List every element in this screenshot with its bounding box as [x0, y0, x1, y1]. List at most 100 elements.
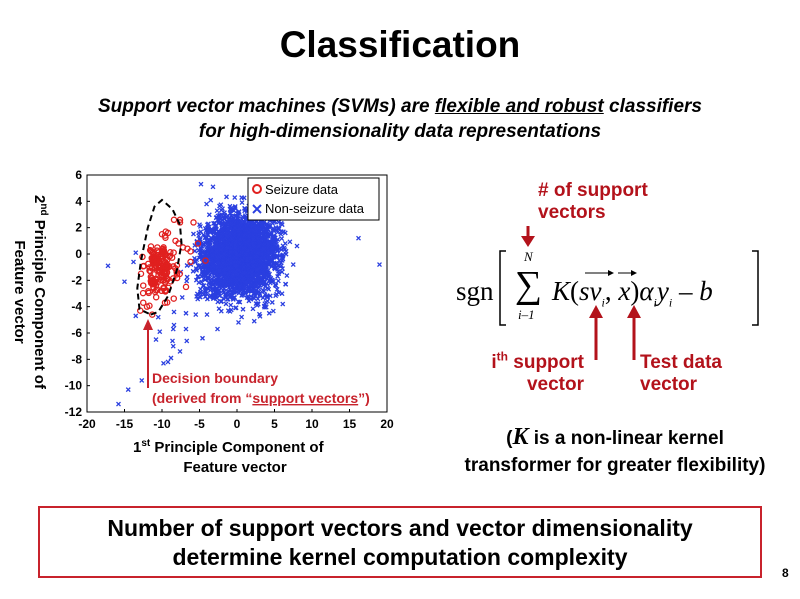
subtitle-text: Support vector machines (SVMs) are [98, 96, 435, 117]
nonseizure-point [251, 318, 257, 324]
nonseizure-point [157, 329, 163, 335]
sum-lower: i–1 [518, 307, 535, 322]
comma: , [604, 276, 612, 306]
nonseizure-point [198, 181, 204, 187]
nonseizure-point [170, 326, 176, 332]
nonseizure-point [228, 302, 234, 308]
nonseizure-point [284, 273, 290, 279]
nonseizure-point [139, 377, 145, 383]
label-line: vector [526, 374, 584, 395]
nonseizure-point [155, 314, 161, 320]
nonseizure-point [210, 184, 216, 190]
kernel-K: K [552, 276, 571, 306]
paren: ) [630, 276, 640, 306]
subtitle-line-1: Support vector machines (SVMs) are flexi… [0, 96, 800, 118]
nonseizure-point [261, 288, 267, 294]
nonseizure-point [290, 262, 296, 267]
formula-body: K(svi, x)αiyi – b [552, 276, 713, 310]
nonseizure-point [215, 326, 220, 332]
sgn: sgn [456, 276, 494, 306]
paren: ( [570, 276, 580, 306]
nonseizure-point [204, 201, 210, 207]
footer-callout: Number of support vectors and vector dim… [38, 506, 762, 578]
nonseizure-point [179, 294, 185, 300]
alpha: α [639, 276, 654, 306]
nonseizure-point [263, 299, 269, 305]
nonseizure-point [200, 335, 205, 341]
nonseizure-point [170, 338, 175, 344]
nonseizure-point [280, 301, 286, 307]
nonseizure-point [220, 206, 225, 212]
nonseizure-point [269, 299, 275, 305]
sum-upper: N [524, 249, 533, 264]
footer-line-1: Number of support vectors and vector dim… [107, 515, 693, 541]
nonseizure-point [131, 259, 136, 265]
nonseizure-point [125, 387, 131, 393]
sv: sv [579, 276, 602, 306]
nonseizure-point [271, 228, 277, 234]
nonseizure-point [171, 322, 177, 328]
sigma: ∑ [515, 264, 543, 306]
nonseizure-point [177, 348, 183, 354]
nonseizure-point [275, 278, 281, 284]
subtitle-emphasis: flexible and robust [434, 96, 604, 117]
nonseizure-point [240, 306, 246, 312]
nonseizure-point [193, 312, 199, 318]
y: y [656, 276, 669, 306]
nonseizure-point [116, 401, 121, 407]
nonseizure-point [105, 263, 111, 269]
label-line: ith support [472, 349, 584, 374]
nonseizure-point [161, 360, 166, 366]
note-line-2: transformer for greater flexibility) [464, 455, 766, 476]
nonseizure-point [279, 269, 285, 275]
arrow-num-sv-head [521, 236, 535, 247]
x: x [618, 276, 631, 306]
nonseizure-point [275, 229, 281, 235]
footer-line-2: determine kernel computation complexity [172, 544, 628, 570]
nonseizure-point [122, 279, 127, 285]
label-line: vector [640, 374, 698, 395]
nonseizure-point [133, 313, 139, 319]
subtitle-text: classifiers [603, 96, 702, 117]
left-bracket [499, 250, 506, 326]
nonseizure-point [251, 295, 257, 301]
nonseizure-point [153, 337, 159, 343]
note-line-1: (K is a non-linear kernel [430, 424, 800, 452]
nonseizure-point [171, 309, 177, 315]
nonseizure-point [266, 310, 272, 316]
nonseizure-point [241, 195, 247, 201]
nonseizure-point [133, 250, 139, 256]
nonseizure-point [267, 280, 273, 286]
nonseizure-point [236, 320, 241, 325]
nonseizure-point [279, 236, 285, 241]
nonseizure-point [183, 326, 189, 332]
nonseizure-point [282, 240, 288, 246]
nonseizure-point [239, 314, 245, 320]
nonseizure-point [294, 243, 300, 249]
x-axis-label-1: 1st Principle Component of [133, 438, 325, 456]
nonseizure-point [377, 262, 382, 267]
minus-b: – b [678, 276, 713, 306]
x-axis-label-2: Feature vector [183, 459, 287, 476]
subtitle-line-2: for high-dimensionality data representat… [198, 121, 602, 142]
label-text: support [508, 352, 584, 373]
nonseizure-point [204, 312, 210, 318]
slide-title: Classification [279, 24, 521, 65]
nonseizure-point [165, 359, 171, 365]
x-label-text: Principle Component of [150, 439, 324, 456]
right-bracket [752, 250, 759, 326]
nonseizure-point [283, 281, 288, 287]
sub-i: i [668, 295, 673, 310]
nonseizure-point [276, 271, 282, 277]
label-sup: th [496, 349, 508, 364]
nonseizure-point [267, 293, 273, 299]
kernel-note: (K is a non-linear kernel transformer for… [430, 424, 800, 479]
nonseizure-point [184, 338, 190, 344]
note-k: K [512, 424, 529, 450]
note-text: is a non-linear kernel [528, 428, 724, 449]
x-label-text: 1 [133, 439, 141, 456]
page-number: 8 [782, 566, 789, 580]
